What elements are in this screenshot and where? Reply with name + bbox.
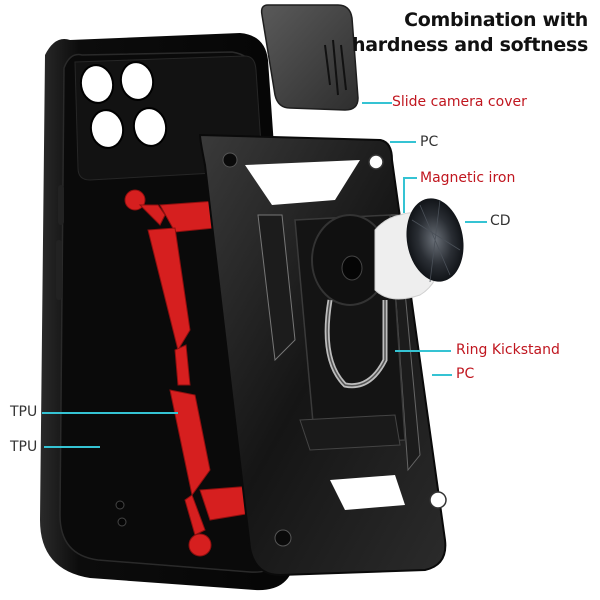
slide-camera-cover-part [260, 4, 359, 111]
leader-line-magnetic-iron-h [403, 177, 417, 179]
cd-metal-plate [406, 198, 464, 283]
callout-cd: CD [490, 213, 511, 229]
callout-tpu-lower: TPU [10, 439, 38, 455]
callout-slide-camera-cover: Slide camera cover [392, 94, 527, 110]
headline: Combination with hardness and softness [352, 8, 588, 58]
leader-line-ring-kickstand [395, 350, 451, 352]
leader-line-pc-bottom [432, 374, 452, 376]
leader-line-cd [465, 221, 487, 223]
callout-ring-kickstand: Ring Kickstand [456, 342, 560, 358]
callout-tpu-upper: TPU [10, 404, 38, 420]
callout-pc-top: PC [420, 134, 439, 150]
callout-pc-bottom: PC [456, 366, 475, 382]
leader-line-pc-top [390, 141, 416, 143]
leader-line-tpu-lower [44, 446, 100, 448]
leader-line-slide-camera-cover [362, 102, 392, 104]
callout-magnetic-iron: Magnetic iron [420, 170, 516, 186]
headline-line-2: hardness and softness [352, 34, 588, 56]
leader-line-magnetic-iron-v [403, 177, 405, 213]
headline-line-1: Combination with [404, 9, 588, 31]
camera-lens-holes [79, 61, 168, 149]
leader-line-tpu-upper [42, 412, 178, 414]
